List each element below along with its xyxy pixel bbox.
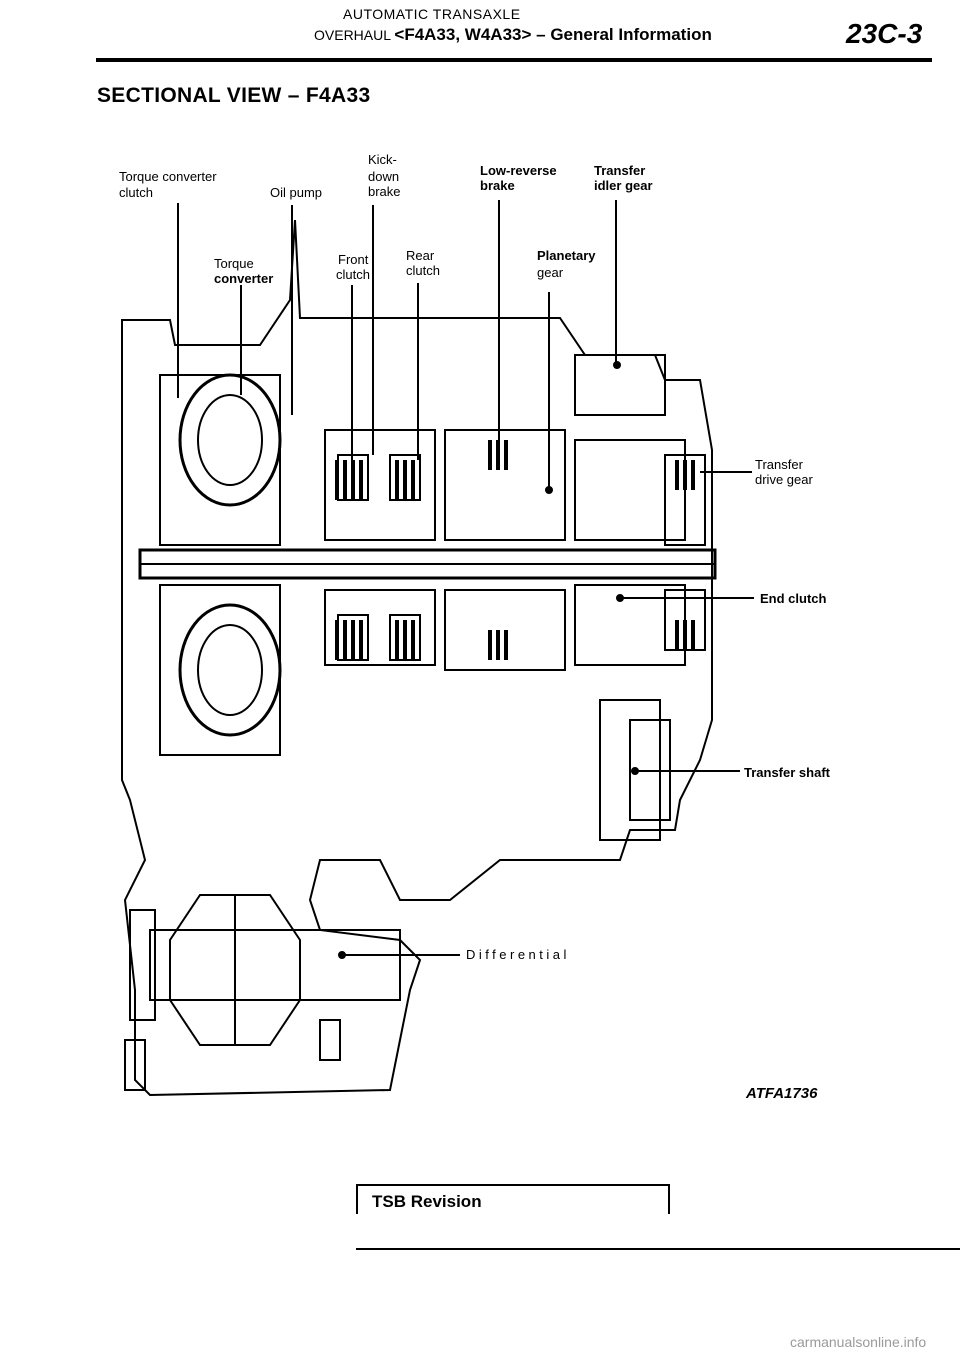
- label-kickdown-1: Kick-: [368, 152, 397, 167]
- label-front-clutch-1: Front: [338, 252, 369, 267]
- header-info: Information: [613, 25, 712, 44]
- header-models: <F4A33, W4A33>: [394, 25, 532, 44]
- label-end-clutch: End clutch: [760, 591, 827, 606]
- label-kickdown-2: down: [368, 169, 400, 184]
- label-kickdown-3: brake: [368, 184, 401, 199]
- label-rear-clutch-2: clutch: [406, 263, 440, 278]
- figure-id: ATFA1736: [746, 1085, 818, 1102]
- header-overhaul: OVERHAUL: [314, 27, 395, 43]
- watermark: carmanualsonline.info: [790, 1334, 927, 1350]
- tsb-revision-box: TSB Revision: [356, 1184, 670, 1214]
- header-line-1: AUTOMATIC TRANSAXLE: [343, 6, 521, 22]
- label-transfer-shaft: Transfer shaft: [744, 765, 830, 780]
- label-oil-pump: Oil pump: [270, 185, 323, 200]
- label-transfer-idler-1: Transfer: [594, 163, 646, 178]
- label-torque-converter-2: converter: [214, 271, 274, 286]
- label-transfer-drive-1: Transfer: [755, 457, 803, 472]
- header-general: General: [550, 25, 614, 44]
- footer-rule: [356, 1248, 960, 1250]
- label-transfer-idler-2: idler gear: [594, 178, 653, 193]
- label-planetary-1: Planetary: [537, 248, 596, 263]
- label-planetary-2: gear: [537, 265, 564, 280]
- page-number: 23C-3: [846, 18, 923, 49]
- label-torque-converter-1: Torque: [214, 256, 254, 271]
- label-low-reverse-2: brake: [480, 178, 515, 193]
- label-differential: Differential: [466, 947, 570, 962]
- label-low-reverse-1: Low-reverse: [480, 163, 557, 178]
- label-front-clutch-2: clutch: [336, 267, 370, 282]
- label-torque-converter-clutch-2: clutch: [119, 185, 153, 200]
- header-sep: –: [531, 25, 551, 44]
- label-rear-clutch-1: Rear: [406, 248, 435, 263]
- header-rule: [96, 58, 932, 62]
- section-title: SECTIONAL VIEW – F4A33: [97, 84, 371, 107]
- tsb-revision-label: TSB Revision: [372, 1192, 482, 1211]
- label-transfer-drive-2: drive gear: [755, 472, 813, 487]
- label-torque-converter-clutch-1: Torque converter: [119, 169, 217, 184]
- header-line-2: OVERHAUL <F4A33, W4A33> – General Inform…: [314, 25, 712, 45]
